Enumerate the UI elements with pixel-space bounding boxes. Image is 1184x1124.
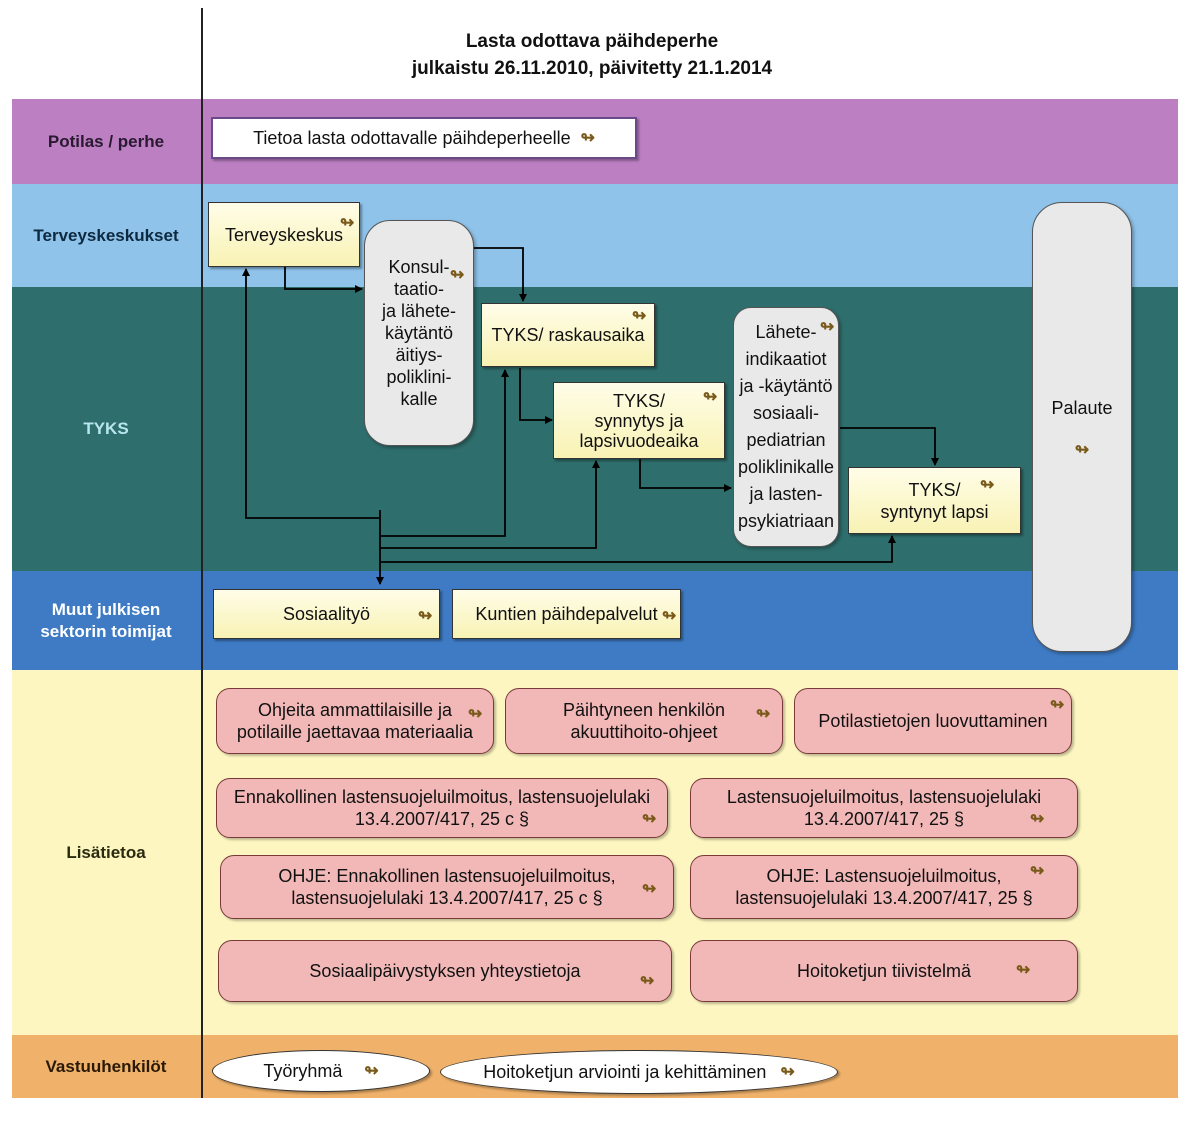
- title-line-2: julkaistu 26.11.2010, päivitetty 21.1.20…: [411, 58, 773, 79]
- link-arrow-icon: ↬: [580, 128, 595, 147]
- node-tietoa-label: Tietoa lasta odottavalle päihdeperheelle: [253, 128, 571, 148]
- info-ennakollinen[interactable]: Ennakollinen lastensuojeluilmoitus, last…: [216, 778, 668, 838]
- lane-divider: [201, 8, 203, 1098]
- lane-band-terveyskeskukset: [12, 184, 1178, 287]
- konsultaatio-line: käytäntö: [384, 323, 454, 343]
- info-lastensuojeluilmoitus-line: Lastensuojeluilmoitus, lastensuojelulaki: [726, 787, 1042, 807]
- lahete-line: sosiaali-: [752, 403, 820, 423]
- info-hoitoketjun-tiivistelma[interactable]: Hoitoketjun tiivistelmä: [690, 940, 1078, 1002]
- lahete-line: Lähete-: [755, 322, 817, 342]
- info-lastensuojeluilmoitus[interactable]: Lastensuojeluilmoitus, lastensuojelulaki…: [690, 778, 1078, 838]
- vastuu-tyoryhma[interactable]: Työryhmä ↬: [212, 1050, 430, 1092]
- info-ohje-lastensuojelu-line: lastensuojelulaki 13.4.2007/417, 25 §: [735, 888, 1033, 908]
- link-arrow-icon: ↬: [1016, 960, 1031, 979]
- node-terveyskeskus[interactable]: Terveyskeskus: [208, 202, 360, 267]
- lane-label-lisatietoa: Lisätietoa: [66, 842, 146, 862]
- link-arrow-icon: ↬: [642, 879, 657, 898]
- node-kuntien[interactable]: Kuntien päihdepalvelut: [452, 589, 681, 639]
- info-paihtyneen[interactable]: Päihtyneen henkilön akuuttihoito-ohjeet: [505, 688, 783, 754]
- lane-label-potilas: Potilas / perhe: [47, 131, 165, 151]
- link-arrow-icon: ↬: [820, 317, 835, 336]
- info-ohje-ennakollinen-line: lastensuojelulaki 13.4.2007/417, 25 c §: [291, 888, 603, 908]
- link-arrow-icon: ↬: [450, 265, 465, 284]
- info-ohje-ennakollinen-line: OHJE: Ennakollinen lastensuojeluilmoitus…: [278, 866, 616, 886]
- lahete-line: indikaatiot: [745, 349, 827, 369]
- lane-label-vastuuhenkilot: Vastuuhenkilöt: [45, 1056, 167, 1076]
- link-arrow-icon: ↬: [980, 475, 995, 494]
- lane-label-tyks: TYKS: [83, 419, 129, 438]
- link-arrow-icon: ↬: [632, 306, 647, 325]
- diagram-title: Lasta odottava päihdeperhe julkaistu 26.…: [200, 28, 984, 82]
- konsultaatio-line: kalle: [400, 389, 438, 409]
- link-arrow-icon: ↬: [703, 387, 718, 406]
- node-terveyskeskus-label: Terveyskeskus: [224, 224, 344, 245]
- node-raskausaika-label: TYKS/ raskausaika: [491, 325, 645, 345]
- info-potilastietojen-label: Potilastietojen luovuttaminen: [818, 711, 1048, 731]
- info-sosiaalipaivystys-label: Sosiaalipäivystyksen yhteystietoja: [309, 961, 581, 981]
- node-konsultaatio[interactable]: Konsul- taatio- ja lähete- käytäntö äiti…: [364, 220, 474, 446]
- link-arrow-icon: ↬: [780, 1062, 795, 1081]
- info-ohjeita-line: potilaille jaettavaa materiaalia: [236, 722, 474, 742]
- link-arrow-icon: ↬: [418, 606, 433, 625]
- synnytys-line: synnytys ja: [594, 410, 684, 431]
- lahete-line: pediatrian: [746, 430, 826, 450]
- node-sosiaalityo-label: Sosiaalityö: [282, 604, 371, 624]
- info-lastensuojeluilmoitus-line: 13.4.2007/417, 25 §: [803, 809, 965, 829]
- synnytys-line: lapsivuodeaika: [579, 430, 699, 451]
- info-ennakollinen-line: 13.4.2007/417, 25 c §: [354, 809, 530, 829]
- link-arrow-icon: ↬: [364, 1061, 379, 1080]
- lahete-line: ja lasten-: [749, 484, 823, 504]
- node-tietoa[interactable]: Tietoa lasta odottavalle päihdeperheelle…: [211, 117, 637, 159]
- info-ohje-lastensuojelu[interactable]: OHJE: Lastensuojeluilmoitus, lastensuoje…: [690, 855, 1078, 919]
- link-arrow-icon: ↬: [1074, 439, 1090, 459]
- info-ohjeita[interactable]: Ohjeita ammattilaisille ja potilaille ja…: [216, 688, 494, 754]
- node-syntyneet[interactable]: TYKS/ syntynyt lapsi: [848, 467, 1021, 534]
- vastuu-tyoryhma-label: Työryhmä: [263, 1061, 343, 1081]
- node-synnytys[interactable]: TYKS/ synnytys ja lapsivuodeaika: [553, 382, 725, 459]
- info-paihtyneen-line: Päihtyneen henkilön: [562, 700, 726, 720]
- link-arrow-icon: ↬: [662, 606, 677, 625]
- lane-label-muut: Muut julkisen sektorin toimijat: [40, 599, 172, 641]
- link-arrow-icon: ↬: [1050, 695, 1065, 714]
- konsultaatio-line: ja lähete-: [381, 301, 457, 321]
- info-hoitoketjun-tiivistelma-label: Hoitoketjun tiivistelmä: [796, 961, 972, 981]
- lane-label-terveyskeskukset: Terveyskeskukset: [33, 225, 179, 245]
- konsultaatio-line: poliklini-: [386, 367, 452, 387]
- title-line-1: Lasta odottava päihdeperhe: [465, 31, 719, 52]
- info-paihtyneen-line: akuuttihoito-ohjeet: [570, 722, 718, 742]
- vastuu-arviointi-label: Hoitoketjun arviointi ja kehittäminen: [483, 1062, 767, 1082]
- info-ennakollinen-line: Ennakollinen lastensuojeluilmoitus, last…: [233, 787, 651, 807]
- link-arrow-icon: ↬: [642, 809, 657, 828]
- vastuu-arviointi[interactable]: Hoitoketjun arviointi ja kehittäminen ↬: [440, 1050, 838, 1094]
- link-arrow-icon: ↬: [640, 971, 655, 990]
- link-arrow-icon: ↬: [1030, 809, 1045, 828]
- konsultaatio-line: taatio-: [393, 279, 445, 299]
- info-ohjeita-line: Ohjeita ammattilaisille ja: [257, 700, 453, 720]
- synnytys-line: TYKS/: [612, 390, 665, 411]
- info-ohje-ennakollinen[interactable]: OHJE: Ennakollinen lastensuojeluilmoitus…: [220, 855, 674, 919]
- lahete-line: poliklinikalle: [737, 457, 835, 477]
- link-arrow-icon: ↬: [340, 213, 355, 232]
- node-kuntien-label: Kuntien päihdepalvelut: [475, 604, 658, 624]
- link-arrow-icon: ↬: [1030, 861, 1045, 880]
- node-palaute[interactable]: Palaute ↬: [1032, 202, 1132, 652]
- lahete-line: ja -käytäntö: [739, 376, 833, 396]
- konsultaatio-line: Konsul-: [388, 257, 450, 277]
- info-sosiaalipaivystys[interactable]: Sosiaalipäivystyksen yhteystietoja: [218, 940, 672, 1002]
- link-arrow-icon: ↬: [756, 704, 771, 723]
- node-lahete[interactable]: Lähete- indikaatiot ja -käytäntö sosiaal…: [733, 307, 839, 547]
- node-palaute-label: Palaute: [1051, 397, 1113, 418]
- info-potilastietojen[interactable]: Potilastietojen luovuttaminen: [794, 688, 1072, 754]
- lahete-line: psykiatriaan: [737, 511, 835, 531]
- syntyneet-line: TYKS/: [908, 479, 961, 500]
- node-raskausaika[interactable]: TYKS/ raskausaika: [481, 303, 655, 367]
- link-arrow-icon: ↬: [468, 704, 483, 723]
- node-sosiaalityo[interactable]: Sosiaalityö: [213, 589, 440, 639]
- konsultaatio-line: äitiys-: [395, 345, 443, 365]
- syntyneet-line: syntynyt lapsi: [880, 501, 989, 522]
- info-ohje-lastensuojelu-line: OHJE: Lastensuojeluilmoitus,: [766, 866, 1002, 886]
